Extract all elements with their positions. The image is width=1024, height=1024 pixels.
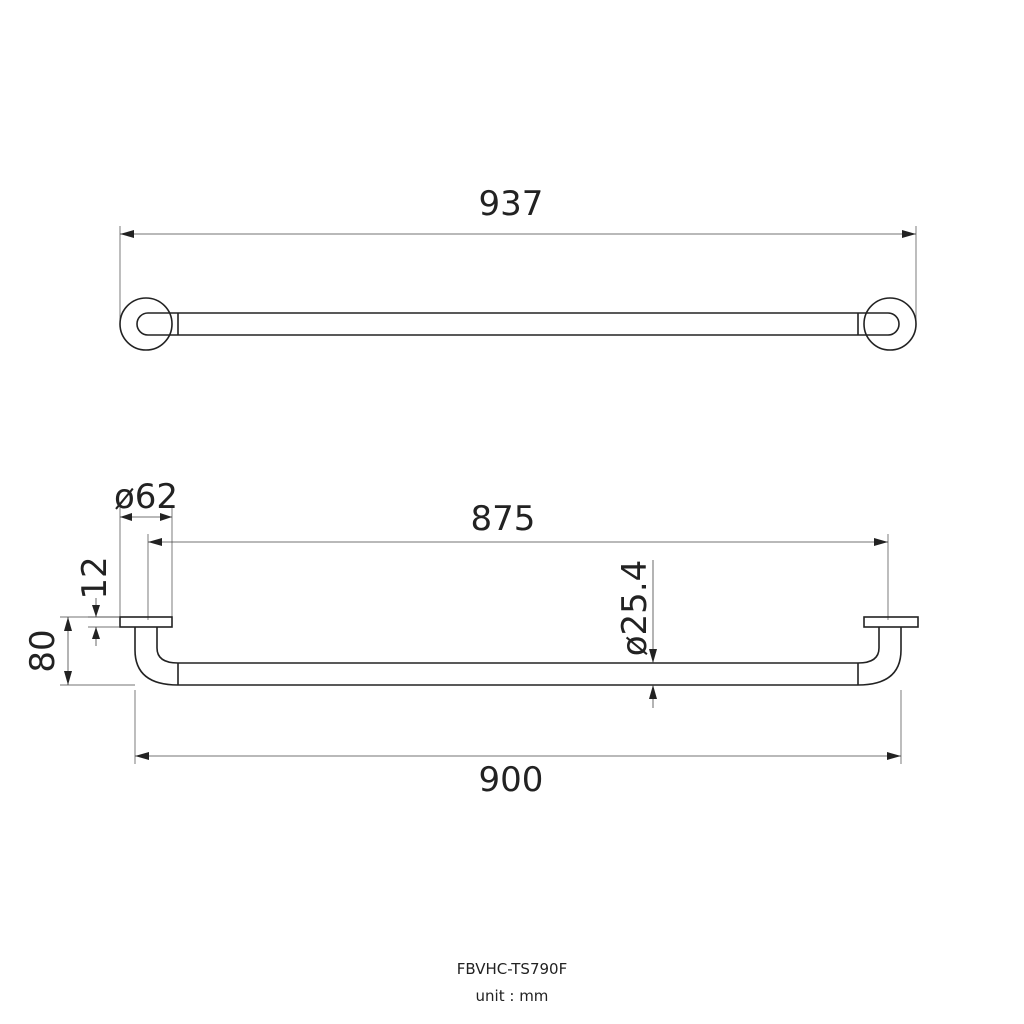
model-number: FBVHC-TS790F bbox=[456, 960, 568, 978]
tube-outer-edge bbox=[134, 627, 902, 686]
dim-label-tube-diameter: ø25.4 bbox=[615, 560, 655, 657]
dim-label-flange-thickness: 12 bbox=[75, 556, 115, 599]
dim-label-center-distance: 875 bbox=[471, 499, 536, 539]
left-flange bbox=[119, 297, 173, 351]
tube-inner-edge bbox=[156, 627, 880, 664]
right-flange bbox=[863, 297, 917, 351]
front-view: ø62 875 12 80 ø25. bbox=[23, 477, 919, 800]
top-view: 937 bbox=[119, 184, 917, 351]
dim-label-overall-length: 937 bbox=[479, 184, 544, 224]
dim-label-overall-width: 900 bbox=[479, 760, 544, 800]
dim-label-projection: 80 bbox=[23, 629, 63, 672]
right-flange-profile bbox=[863, 616, 919, 628]
dim-label-flange-diameter: ø62 bbox=[114, 477, 178, 517]
unit-note: unit : mm bbox=[475, 987, 549, 1005]
left-flange-profile bbox=[119, 616, 173, 628]
